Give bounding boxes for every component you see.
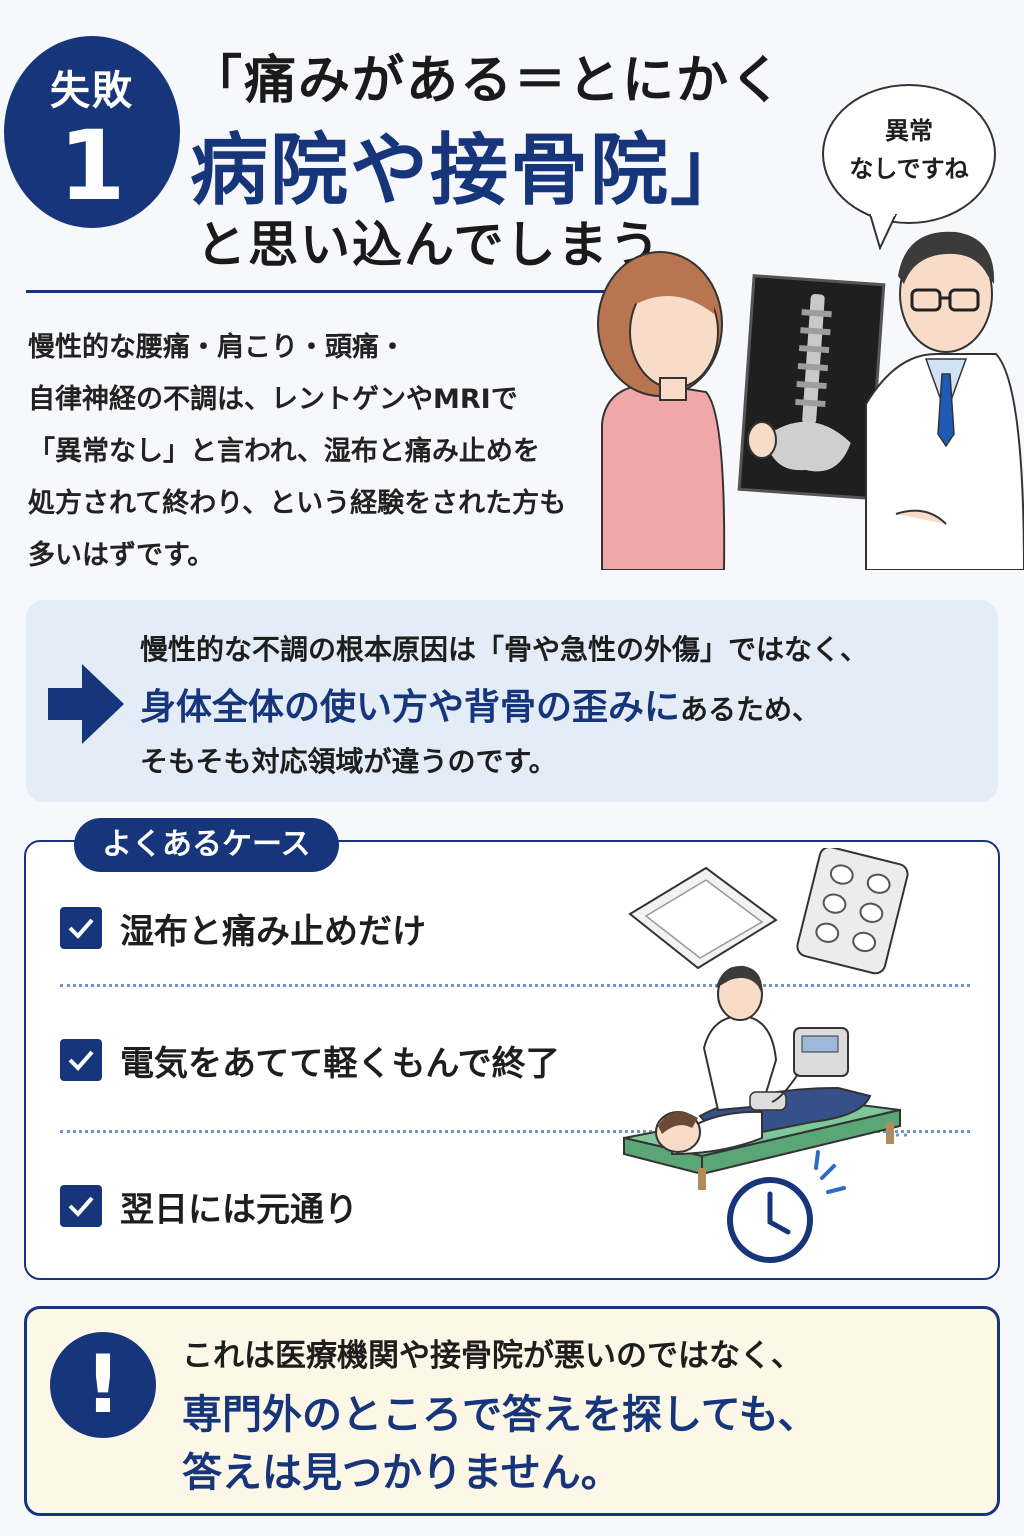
clock-icon <box>727 1150 846 1263</box>
intro-paragraph: 慢性的な腰痛・肩こり・頭痛・ 自律神経の不調は、レントゲンやMRIで 「異常なし… <box>28 322 608 582</box>
title-line-2: 病院や接骨院」 <box>190 126 751 216</box>
root-cause-highlight: 身体全体の使い方や背骨の歪みに <box>140 687 681 728</box>
badge-label: 失敗 <box>50 68 134 114</box>
failure-badge: 失敗 1 <box>4 36 180 228</box>
root-cause-line-1: 慢性的な不調の根本原因は「骨や急性の外傷」ではなく、 <box>140 633 869 666</box>
pill-pack-icon <box>796 848 909 975</box>
warning-line-2: 専門外のところで答えを探しても、 <box>182 1392 818 1438</box>
title-line-1: 「痛みがある＝とにかく <box>190 51 785 111</box>
doctor-figure <box>747 231 1024 570</box>
treatment-illustration <box>623 848 912 1263</box>
root-cause-tail: あるため、 <box>680 693 821 726</box>
checkbox-checked-icon <box>60 1185 102 1227</box>
doctor-xray-illustration <box>597 231 1024 570</box>
dotted-divider <box>60 1130 970 1133</box>
bubble-line-1: 異常 <box>885 117 933 145</box>
intro-line: 処方されて終わり、という経験をされた方も <box>28 488 567 519</box>
warning-line-1: これは医療機関や接骨院が悪いのではなく、 <box>182 1338 802 1374</box>
exclamation-icon: ! <box>50 1332 156 1438</box>
xray-film <box>737 274 886 500</box>
bubble-tail <box>868 214 898 250</box>
root-cause-line-2: 身体全体の使い方や背骨の歪みにあるため、 <box>140 678 820 730</box>
intro-line: 自律神経の不調は、レントゲンやMRIで <box>28 384 518 415</box>
case-item: 翌日には元通り <box>60 1184 358 1230</box>
checkbox-checked-icon <box>60 1039 102 1081</box>
speech-bubble: 異常 なしですね <box>822 84 996 224</box>
compress-patch-icon <box>628 866 778 970</box>
patient-figure <box>597 251 726 570</box>
case-item: 湿布と痛み止めだけ <box>60 906 426 952</box>
common-cases-tag: よくあるケース <box>74 818 339 872</box>
case-item-text: 湿布と痛み止めだけ <box>120 911 426 952</box>
title-divider <box>26 290 620 293</box>
root-cause-box <box>26 600 998 802</box>
dotted-divider <box>60 984 970 987</box>
case-item-text: 電気をあてて軽くもんで終了 <box>120 1043 560 1084</box>
electrotherapy-device <box>771 1027 849 1103</box>
badge-number: 1 <box>58 110 126 222</box>
arrow-right-icon <box>48 664 124 744</box>
root-cause-line-3: そもそも対応領域が違うのです。 <box>140 745 557 778</box>
case-item: 電気をあてて軽くもんで終了 <box>60 1038 560 1084</box>
intro-line: 多いはずです。 <box>28 540 215 571</box>
bubble-line-2: なしですね <box>849 155 969 183</box>
intro-line: 「異常なし」と言われ、湿布と痛み止めを <box>28 436 540 467</box>
warning-line-3: 答えは見つかりません。 <box>182 1450 621 1496</box>
warning-box <box>24 1306 1000 1516</box>
title-line-3: と思い込んでしまう <box>196 216 662 274</box>
checkbox-checked-icon <box>60 907 102 949</box>
intro-line: 慢性的な腰痛・肩こり・頭痛・ <box>28 332 406 363</box>
case-item-text: 翌日には元通り <box>120 1189 358 1230</box>
therapist-figure <box>702 965 787 1112</box>
